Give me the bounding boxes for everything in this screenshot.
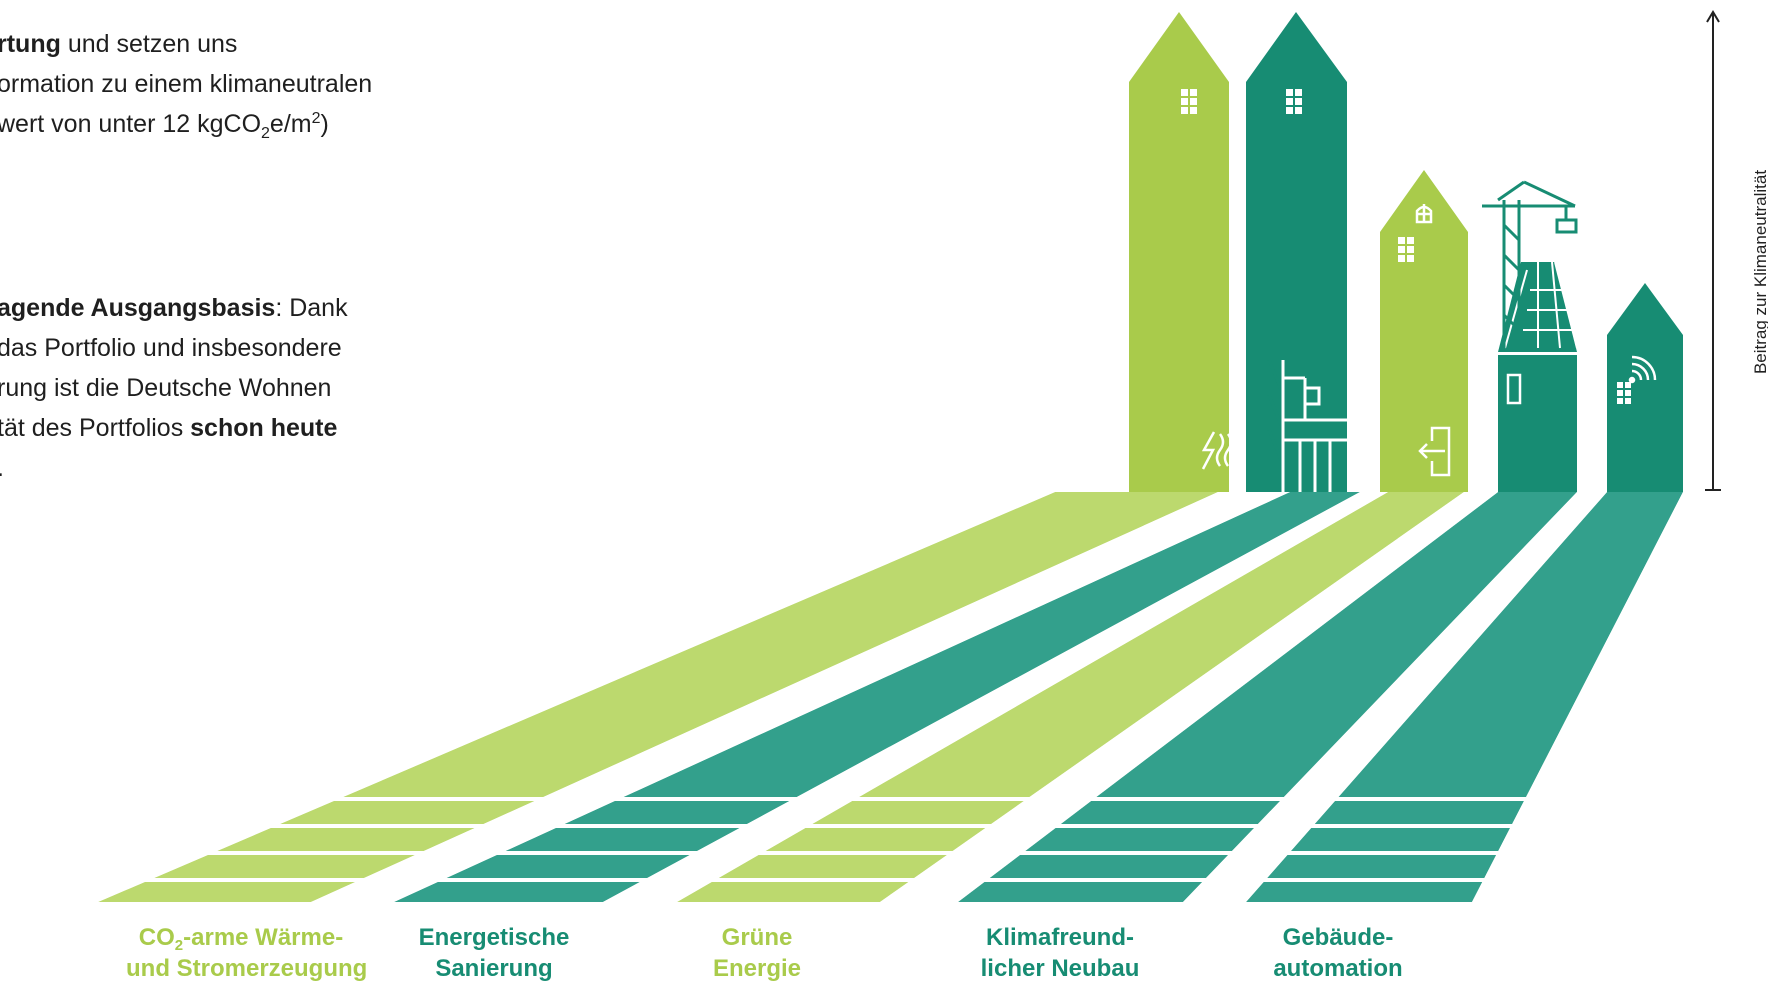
label-climate-friendly-build: Klimafreund- licher Neubau xyxy=(980,924,1140,982)
basis-line-3: rung ist die Deutsche Wohnen xyxy=(0,374,332,402)
label-energy-renovation: Energetische Sanierung xyxy=(418,924,570,982)
wifi-icon xyxy=(1628,355,1657,384)
intro-line-3-sup: 2 xyxy=(311,110,321,127)
house-energy-renovation xyxy=(1246,12,1347,492)
label-building-automation: Gebäude- automation xyxy=(1273,924,1403,982)
attic-window-icon xyxy=(1415,204,1433,224)
house-building-automation xyxy=(1607,283,1683,492)
basis-line-1: : Dank xyxy=(275,294,348,322)
arrow-up-icon xyxy=(1705,10,1721,491)
basis-paragraph: agende Ausgangsbasis: Dank das Portfolio… xyxy=(0,288,348,488)
intro-line-1: und setzen uns xyxy=(60,30,238,58)
house-green-energy xyxy=(1380,170,1468,492)
entrance-icon xyxy=(1418,426,1451,477)
window-icon xyxy=(1398,237,1414,262)
intro-line-2: ormation zu einem klimaneutralen xyxy=(0,70,373,98)
label-co2-heat-power: CO2-arme Wärme- und Stromerzeugung xyxy=(126,924,368,982)
basis-line-5: . xyxy=(0,448,348,488)
intro-line-3-sub: 2 xyxy=(261,125,270,142)
solar-roof-icon xyxy=(1504,261,1578,349)
crane-icon xyxy=(1482,180,1578,352)
door-icon xyxy=(1506,373,1522,405)
basis-line-4-bold: schon heute xyxy=(190,414,338,442)
intro-line-3b: e/m xyxy=(269,110,312,138)
axis-label: Beitrag zur Klimaneutralität xyxy=(1751,169,1768,375)
intro-line-3a: wert von unter 12 kgCO xyxy=(0,110,262,138)
intro-line-3c: ) xyxy=(320,110,329,138)
basis-line-2: das Portfolio und insbesondere xyxy=(0,334,342,362)
lightning-heat-icon xyxy=(1201,431,1241,470)
house-co2-heat-power xyxy=(1129,12,1241,492)
roads xyxy=(0,492,1768,902)
window-icon xyxy=(1181,89,1197,114)
basis-line-1-bold: agende Ausgangsbasis xyxy=(0,294,276,322)
intro-paragraph: rtung und setzen uns ormation zu einem k… xyxy=(0,24,372,144)
window-icon xyxy=(1617,382,1631,404)
house-climate-friendly-build xyxy=(1482,180,1578,492)
basis-line-4: tät des Portfolios xyxy=(0,414,191,442)
label-green-energy: Grüne Energie xyxy=(712,924,802,982)
window-icon xyxy=(1286,89,1302,114)
intro-line-1-bold: rtung xyxy=(0,30,61,58)
